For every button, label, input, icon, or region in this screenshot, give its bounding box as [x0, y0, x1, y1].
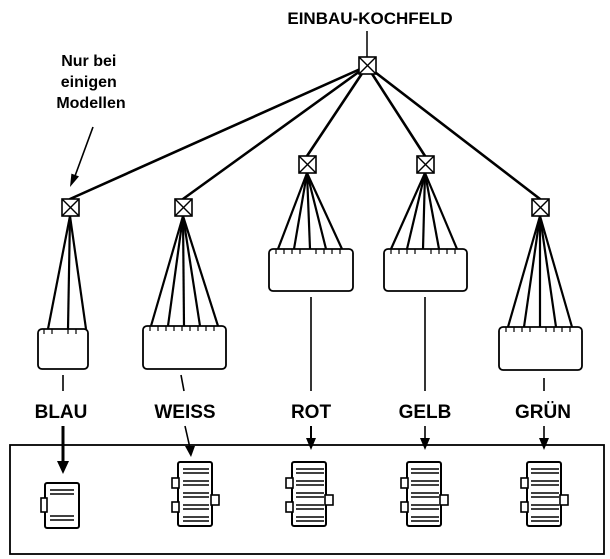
- label-weiss: WEISS: [154, 402, 215, 423]
- label-blau: BLAU: [35, 402, 88, 423]
- connector-rot-icon: [268, 248, 354, 292]
- arrow-gruen-icon: [539, 438, 549, 450]
- junction-blau-icon: [61, 198, 80, 217]
- arrow-gelb-icon: [420, 438, 430, 450]
- arrow-weiss-icon: [185, 446, 195, 457]
- terminal-gruen-icon: [520, 461, 569, 527]
- diagram-title: EINBAU-KOCHFELD: [287, 9, 452, 28]
- label-rot: ROT: [291, 402, 332, 423]
- note-text: Nur bei einigen Modellen: [56, 53, 125, 112]
- junction-gruen-icon: [531, 198, 550, 217]
- junction-rot-icon: [298, 155, 317, 174]
- terminal-rot-icon: [285, 461, 334, 527]
- label-gelb: GELB: [399, 402, 452, 423]
- junction-main-icon: [358, 56, 377, 75]
- arrow-rot-icon: [306, 438, 316, 450]
- arrow-blau-icon: [57, 461, 69, 474]
- terminal-gelb-icon: [400, 461, 449, 527]
- terminal-blau-icon: [40, 482, 80, 529]
- junction-gelb-icon: [416, 155, 435, 174]
- connector-gruen-icon: [498, 326, 583, 371]
- main-trunk-lines: [68, 64, 542, 201]
- note-line-1: Nur bei: [61, 53, 116, 70]
- fan-out-wires: [46, 172, 574, 330]
- connector-lead-lines: [62, 297, 545, 392]
- note-line-3: Modellen: [56, 95, 125, 112]
- connector-blau-icon: [37, 328, 89, 370]
- note-arrow: [70, 126, 94, 187]
- label-arrows: [57, 425, 549, 474]
- label-gruen: GRÜN: [515, 402, 571, 423]
- terminal-panel: [9, 444, 605, 555]
- terminal-weiss-icon: [171, 461, 220, 527]
- note-line-2: einigen: [61, 74, 117, 91]
- connector-gelb-icon: [383, 248, 468, 292]
- junction-weiss-icon: [174, 198, 193, 217]
- connector-weiss-icon: [142, 325, 227, 370]
